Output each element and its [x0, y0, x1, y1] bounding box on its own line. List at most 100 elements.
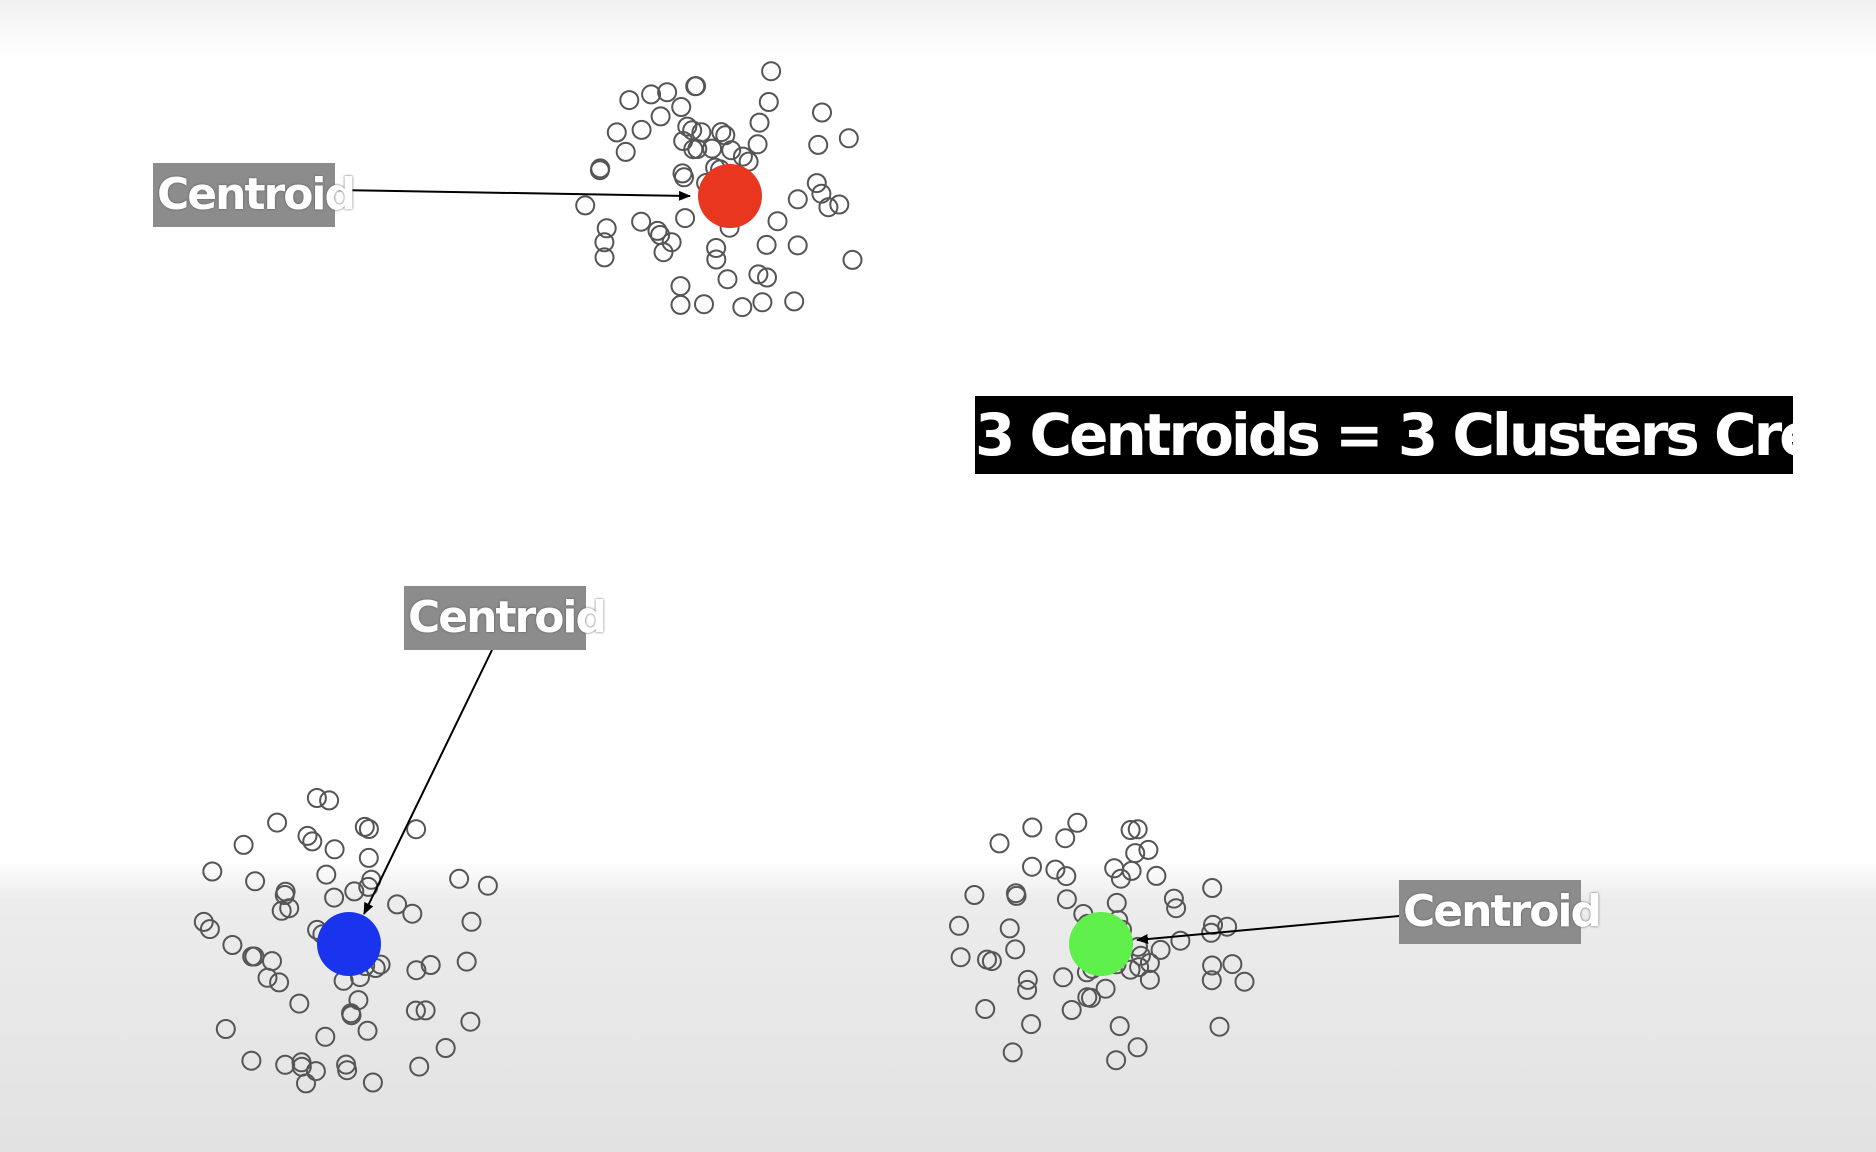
data-point	[337, 1060, 358, 1081]
data-point	[641, 84, 662, 105]
data-point	[305, 1061, 326, 1082]
data-point	[202, 861, 223, 882]
data-point	[650, 106, 671, 127]
data-point	[671, 97, 692, 117]
data-point	[1146, 865, 1167, 886]
data-point	[670, 276, 691, 297]
data-point	[949, 915, 969, 936]
data-point	[1053, 967, 1074, 988]
data-point	[964, 885, 985, 905]
data-point	[670, 294, 691, 315]
data-point	[1209, 1016, 1230, 1037]
data-point	[594, 232, 615, 253]
data-point	[1022, 817, 1043, 838]
data-point	[661, 232, 682, 253]
data-point	[302, 831, 323, 852]
data-point	[362, 1072, 383, 1093]
data-point	[594, 247, 615, 268]
data-point	[358, 847, 379, 868]
centroid-green	[1069, 912, 1133, 976]
data-point	[242, 946, 263, 967]
data-point	[702, 138, 723, 159]
data-point	[650, 225, 671, 245]
data-point	[1061, 1000, 1082, 1020]
data-point	[1045, 859, 1066, 880]
data-point	[1202, 878, 1223, 898]
data-point	[1067, 812, 1088, 833]
data-point	[1234, 971, 1255, 992]
data-point	[756, 234, 777, 255]
data-point	[1139, 969, 1160, 990]
data-point	[829, 194, 850, 215]
data-point	[1139, 953, 1160, 973]
data-point	[950, 947, 971, 968]
data-point	[999, 918, 1020, 939]
data-point	[1021, 1014, 1042, 1035]
data-point	[241, 1050, 262, 1071]
data-point	[732, 146, 753, 167]
data-point	[324, 887, 345, 908]
data-point	[405, 1000, 426, 1021]
data-point	[406, 819, 427, 840]
data-point	[748, 264, 769, 285]
data-point	[193, 911, 214, 932]
data-point	[981, 951, 1002, 972]
data-point	[1150, 939, 1171, 960]
data-point	[686, 76, 707, 97]
data-point	[1166, 898, 1187, 919]
data-point	[1005, 883, 1026, 904]
data-point	[808, 134, 829, 155]
data-point	[606, 122, 627, 143]
data-point	[1017, 979, 1038, 1000]
data-point	[222, 935, 243, 955]
data-point	[415, 1000, 436, 1021]
data-point	[711, 122, 732, 143]
arrow-top	[333, 189, 691, 201]
data-point	[1163, 888, 1184, 909]
data-point	[324, 839, 345, 860]
data-point	[838, 128, 859, 149]
data-point	[806, 173, 827, 194]
data-point	[717, 269, 738, 290]
data-point	[787, 189, 808, 210]
data-point	[245, 871, 266, 892]
data-point	[761, 61, 782, 82]
centroid-blue	[317, 912, 381, 976]
data-point	[233, 834, 254, 855]
data-point	[619, 90, 640, 111]
cluster-points-blue	[193, 788, 498, 1094]
summary-banner: 3 Centroids = 3 Clusters Created	[975, 396, 1793, 474]
data-point	[989, 833, 1010, 854]
data-point	[341, 1005, 362, 1026]
data-point	[694, 294, 714, 315]
data-point	[812, 102, 832, 123]
data-point	[1081, 987, 1101, 1008]
data-point	[1056, 889, 1077, 910]
data-point	[747, 134, 768, 155]
data-point	[275, 1054, 296, 1075]
centroid-red	[698, 164, 762, 228]
data-point	[1109, 1016, 1130, 1037]
data-point	[319, 790, 340, 811]
data-point	[1005, 939, 1026, 960]
data-point	[674, 167, 694, 188]
data-point	[787, 235, 808, 256]
data-point	[657, 82, 678, 103]
data-point	[842, 249, 863, 270]
data-point	[1104, 858, 1125, 879]
data-point	[315, 1026, 336, 1047]
data-point	[1077, 987, 1098, 1008]
data-point	[706, 249, 727, 270]
data-point	[615, 141, 636, 162]
data-point	[1202, 955, 1223, 976]
data-point	[289, 993, 310, 1014]
data-point	[269, 972, 290, 993]
data-point	[1022, 856, 1042, 877]
data-point	[811, 183, 832, 204]
data-point	[406, 960, 427, 981]
data-point	[297, 825, 318, 846]
data-point	[631, 119, 652, 140]
data-point	[818, 197, 839, 218]
data-point	[1125, 843, 1146, 864]
